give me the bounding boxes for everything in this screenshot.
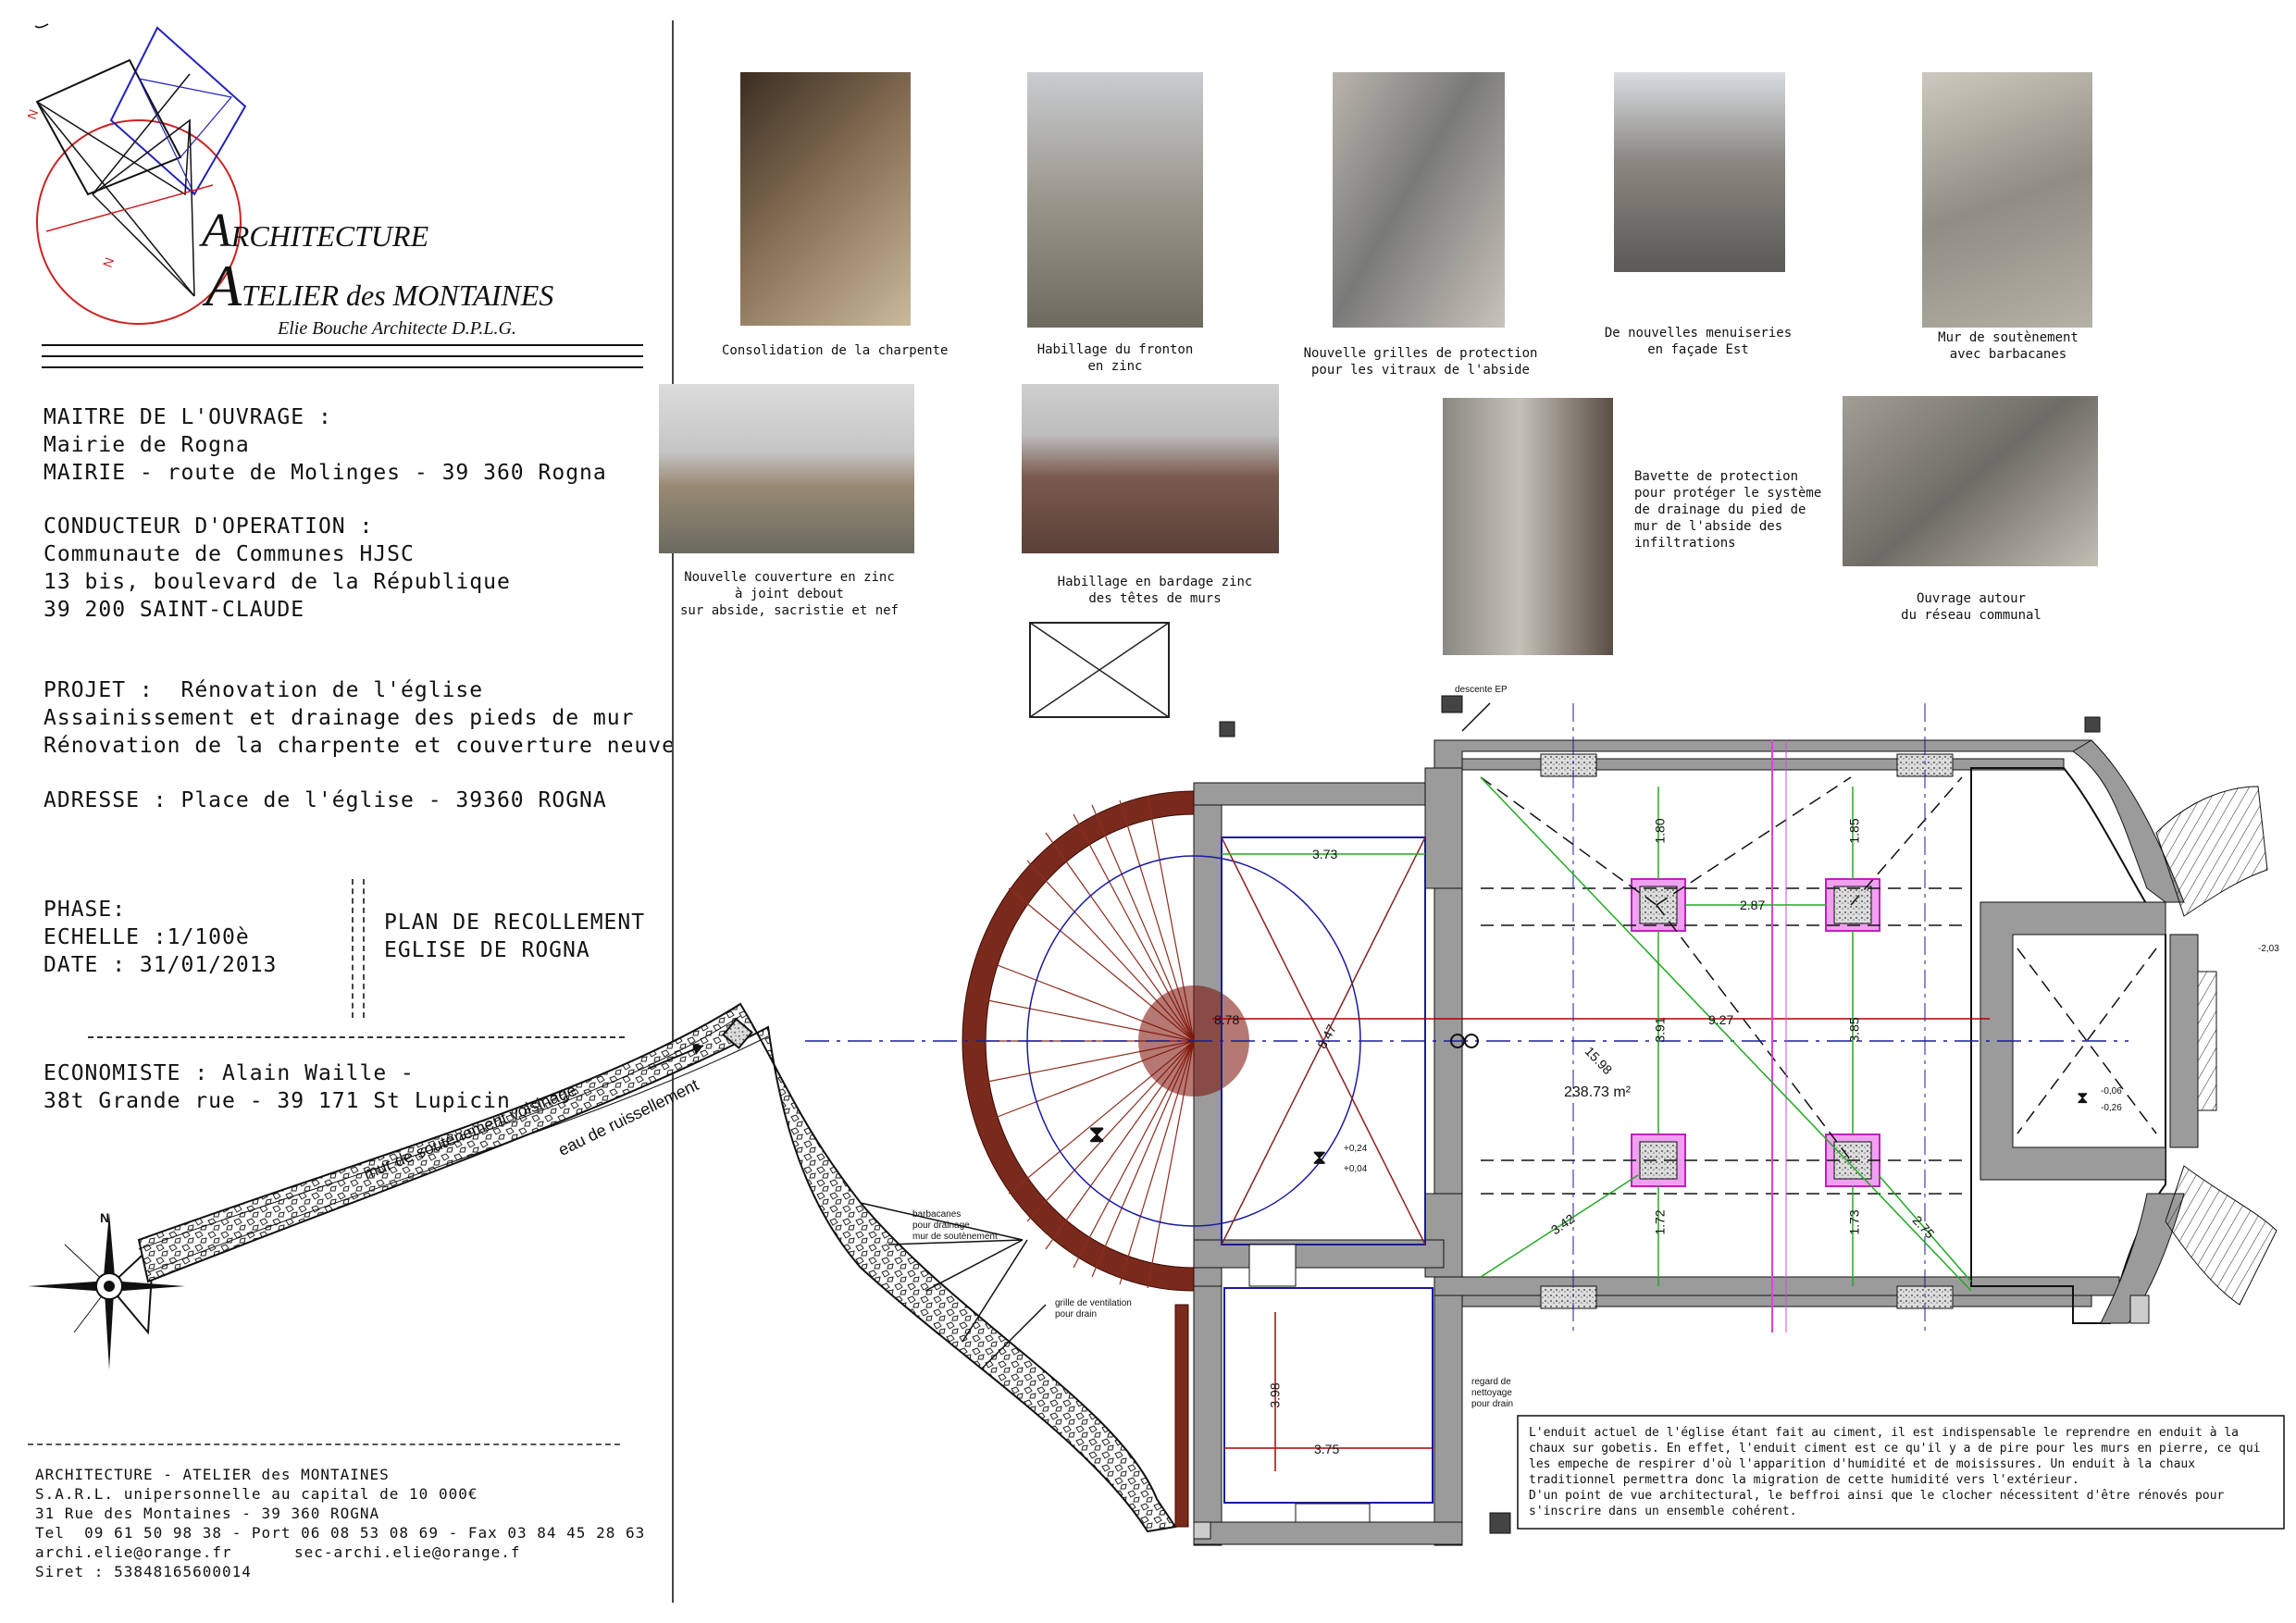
scale-label: ECHELLE :1/100è: [43, 925, 250, 949]
caption-menuiseries: De nouvelles menuiseries en façade Est: [1604, 326, 1793, 357]
dim-373: 3.73: [1312, 847, 1338, 861]
footer-email-2: sec-archi.elie@orange.f: [294, 1543, 521, 1561]
panel-divider: [672, 20, 674, 1603]
empty-photo-frame: [1029, 622, 1170, 718]
dashed-separator: [88, 1036, 625, 1038]
photo-bardage: [1022, 384, 1279, 553]
apse-roof: [962, 790, 1195, 1292]
conductor-name: Communaute de Communes HJSC: [43, 542, 415, 566]
label-barbacanes: barbacanes pour drainage mur de soutènem…: [912, 1209, 998, 1242]
caption-soutenement: Mur de soutènement avec barbacanes: [1938, 330, 2079, 362]
phase-label: PHASE:: [43, 898, 127, 922]
conductor-title: CONDUCTEUR D'OPERATION :: [43, 514, 374, 539]
pillars: [1540, 753, 1954, 1309]
north-label: N: [100, 1210, 110, 1225]
economist-line-2: 38t Grande rue - 39 171 St Lupicin: [43, 1089, 511, 1113]
retaining-wall: [137, 1002, 1177, 1533]
owner-title: MAITRE DE L'OUVRAGE :: [43, 405, 332, 429]
north-arrow: [28, 1212, 185, 1369]
logo-initial-1: A: [202, 204, 231, 257]
caption-vitraux: Nouvelle grilles de protection pour les …: [1303, 346, 1538, 378]
title-separator: [352, 879, 365, 1018]
photo-couverture: [659, 384, 914, 553]
project-line-1: PROJET : Rénovation de l'église: [43, 678, 484, 702]
dim-398: 3.98: [1267, 1382, 1283, 1408]
dim-287: 2.87: [1740, 898, 1766, 912]
caption-bavette: Bavette de protection pour protéger le s…: [1634, 469, 1822, 551]
date-label: DATE : 31/01/2013: [43, 953, 278, 977]
level-marker-3: ⧗: [1088, 1120, 1106, 1147]
caption-reseau: Ouvrage autour du réseau communal: [1901, 591, 2042, 623]
level-2: +0,04: [1344, 1164, 1368, 1174]
caption-fronton: Habillage du fronton en zinc: [1036, 342, 1194, 374]
dim-391: 3.91: [1652, 1017, 1668, 1043]
logo-text-2: TELIER des MONTAINES: [242, 279, 554, 312]
level-3: -0,06: [2101, 1086, 2122, 1096]
label-descente: descente EP: [1455, 685, 1508, 695]
apse-stairs-bottom: [2165, 1165, 2277, 1306]
photo-fronton: [1027, 72, 1203, 328]
photo-menuiseries: [1614, 72, 1785, 272]
sacristy-outline: [1223, 1287, 1433, 1504]
level-5: -2,03: [2258, 944, 2279, 954]
note-box: [1517, 1415, 2285, 1530]
conductor-address-1: 13 bis, boulevard de la République: [43, 570, 511, 594]
owner-address: MAIRIE - route de Molinges - 39 360 Rogn…: [43, 461, 607, 485]
renovation-note: L'enduit actuel de l'église étant fait a…: [1529, 1426, 2261, 1518]
apse-stairs-top: [2155, 786, 2268, 917]
level-1: +0,24: [1344, 1144, 1368, 1154]
grid-marker: [722, 1018, 753, 1049]
economist-line-1: ECONOMISTE : Alain Waille -: [43, 1061, 415, 1085]
logo-geometry: N N: [28, 23, 247, 325]
photo-soutenement: [1922, 72, 2092, 328]
plan-title-2: EGLISE DE ROGNA: [384, 938, 590, 962]
level-marker-1: ⧗: [1312, 1146, 1327, 1169]
label-regard: regard de nettoyage pour drain: [1471, 1377, 1514, 1409]
logo-author: Elie Bouche Architecte D.P.L.G.: [278, 318, 516, 339]
dim-878: 8.78: [1214, 1012, 1240, 1027]
project-line-2: Assainissement et drainage des pieds de …: [43, 706, 635, 730]
caption-bardage: Habillage en bardage zinc des têtes de m…: [1057, 575, 1253, 606]
level-marker-2: ⧗: [2077, 1088, 2089, 1107]
label-grille: grille de ventilation pour drain: [1055, 1298, 1132, 1319]
photo-vitraux: [1333, 72, 1505, 328]
dim-927: 9.27: [1708, 1012, 1734, 1027]
photo-charpente: [740, 72, 911, 326]
logo-text-1: RCHITECTURE: [230, 219, 429, 253]
footer-line-2: S.A.R.L. unipersonnelle au capital de 10…: [35, 1485, 478, 1503]
logo-initial-2: A: [205, 253, 242, 318]
logo-circle: [36, 119, 242, 325]
owner-name: Mairie de Rogna: [43, 433, 250, 457]
footer-email-1: archi.elie@orange.fr: [35, 1543, 232, 1561]
header-rule-2: [42, 355, 643, 357]
area-label: 238.73 m²: [1564, 1084, 1632, 1100]
nave-walls: [1193, 739, 2277, 1546]
logo-line1: ARCHITECTURE: [202, 204, 428, 258]
address-line: ADRESSE : Place de l'église - 39360 ROGN…: [43, 788, 607, 812]
header-rule-3: [42, 366, 643, 368]
project-line-3: Rénovation de la charpente et couverture…: [43, 734, 676, 758]
caption-couverture: Nouvelle couverture en zinc à joint debo…: [679, 570, 899, 618]
dim-173: 1.73: [1846, 1209, 1862, 1235]
photo-bavette: [1443, 398, 1613, 655]
photo-reseau: [1843, 396, 2098, 566]
caption-charpente: Consolidation de la charpente: [722, 343, 949, 358]
footer-line-4: Tel 09 61 50 98 38 - Port 06 08 53 08 69…: [35, 1524, 646, 1542]
dim-172: 1.72: [1652, 1209, 1668, 1235]
dim-385: 3.85: [1846, 1017, 1862, 1043]
dim-375: 3.75: [1314, 1442, 1340, 1456]
dim-185: 1.85: [1846, 818, 1862, 844]
logo-line2: ATELIER des MONTAINES: [205, 252, 553, 320]
footer-line-3: 31 Rue des Montaines - 39 360 ROGNA: [35, 1505, 380, 1522]
conductor-address-2: 39 200 SAINT-CLAUDE: [43, 598, 305, 622]
footer-rule: [28, 1443, 620, 1445]
header-rule-1: [42, 344, 643, 346]
footer-line-6: Siret : 53848165600014: [35, 1563, 252, 1580]
level-4: -0,26: [2101, 1103, 2122, 1113]
dim-180: 1.80: [1652, 818, 1668, 844]
footer-line-1: ARCHITECTURE - ATELIER des MONTAINES: [35, 1466, 390, 1483]
plan-title-1: PLAN DE RECOLLEMENT: [384, 911, 646, 935]
